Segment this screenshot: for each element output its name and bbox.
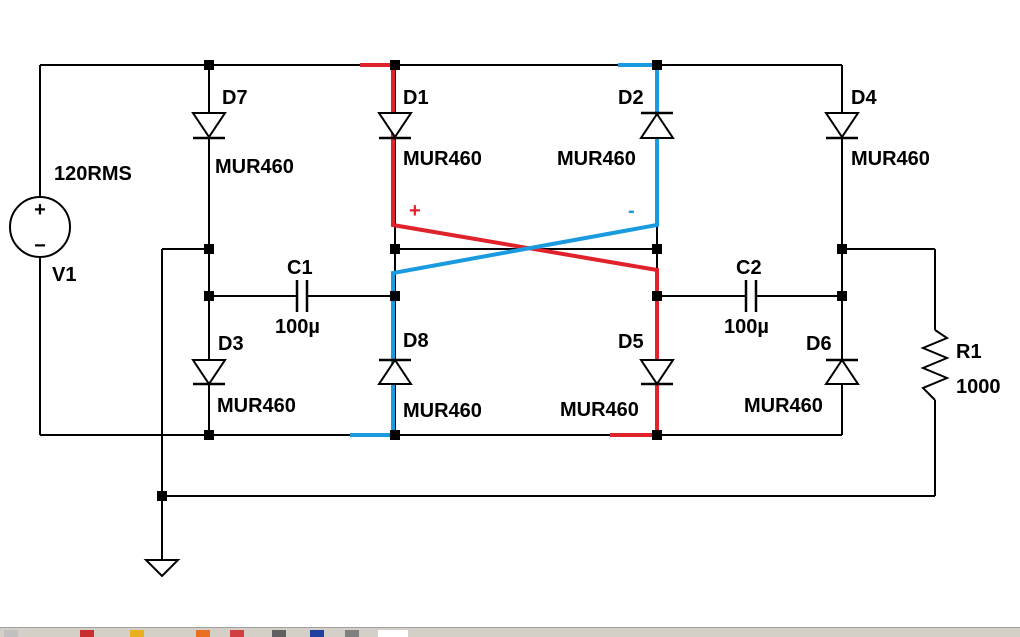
d6-model-label: MUR460 xyxy=(744,395,823,417)
diode-d5-symbol xyxy=(639,359,675,386)
d6-name-label: D6 xyxy=(806,333,832,355)
taskbar-icon[interactable] xyxy=(4,630,18,637)
d5-model-label: MUR460 xyxy=(560,399,639,421)
ground-icon xyxy=(143,559,181,578)
d1-model-label: MUR460 xyxy=(403,148,482,170)
junction-dots xyxy=(157,60,847,501)
taskbar-icon[interactable] xyxy=(130,630,144,637)
d2-model-label: MUR460 xyxy=(557,148,636,170)
r1-value-label: 1000 xyxy=(956,376,1001,398)
diode-d8-symbol xyxy=(377,358,413,385)
taskbar-icon[interactable] xyxy=(345,630,359,637)
wires xyxy=(39,64,936,560)
capacitor-c2-symbol xyxy=(744,280,758,312)
diode-d7-symbol xyxy=(191,112,227,140)
taskbar xyxy=(0,627,1020,637)
taskbar-icon[interactable] xyxy=(80,630,94,637)
blue-current-path xyxy=(350,63,659,437)
d2-name-label: D2 xyxy=(618,87,644,109)
voltage-source-v1: + − xyxy=(9,196,71,258)
c1-name-label: C1 xyxy=(287,257,313,279)
source-minus-sign: − xyxy=(34,235,46,257)
taskbar-icon[interactable] xyxy=(310,630,324,637)
taskbar-icon[interactable] xyxy=(230,630,244,637)
d4-name-label: D4 xyxy=(851,87,877,109)
diode-d2-symbol xyxy=(639,111,675,139)
taskbar-icon[interactable] xyxy=(272,630,286,637)
polarity-minus-label: - xyxy=(628,200,635,222)
d5-name-label: D5 xyxy=(618,331,644,353)
diode-d4-symbol xyxy=(824,112,860,140)
diode-d6-symbol xyxy=(824,358,860,385)
c2-name-label: C2 xyxy=(736,257,762,279)
d7-model-label: MUR460 xyxy=(215,156,294,178)
r1-name-label: R1 xyxy=(956,341,982,363)
d3-name-label: D3 xyxy=(218,333,244,355)
c2-value-label: 100µ xyxy=(724,316,769,338)
taskbar-icon[interactable] xyxy=(196,630,210,637)
source-name-label: V1 xyxy=(52,264,76,286)
c1-value-label: 100µ xyxy=(275,316,320,338)
d1-name-label: D1 xyxy=(403,87,429,109)
taskbar-icon[interactable] xyxy=(378,630,408,637)
diode-d1-symbol xyxy=(377,112,413,140)
capacitor-c1-symbol xyxy=(295,280,309,312)
source-value-label: 120RMS xyxy=(54,163,132,185)
diode-d3-symbol xyxy=(191,359,227,386)
resistor-r1-symbol xyxy=(920,329,950,401)
d8-model-label: MUR460 xyxy=(403,400,482,422)
d7-name-label: D7 xyxy=(222,87,248,109)
d8-name-label: D8 xyxy=(403,330,429,352)
d3-model-label: MUR460 xyxy=(217,395,296,417)
polarity-plus-label: + xyxy=(409,200,421,222)
d4-model-label: MUR460 xyxy=(851,148,930,170)
source-plus-sign: + xyxy=(34,199,46,221)
